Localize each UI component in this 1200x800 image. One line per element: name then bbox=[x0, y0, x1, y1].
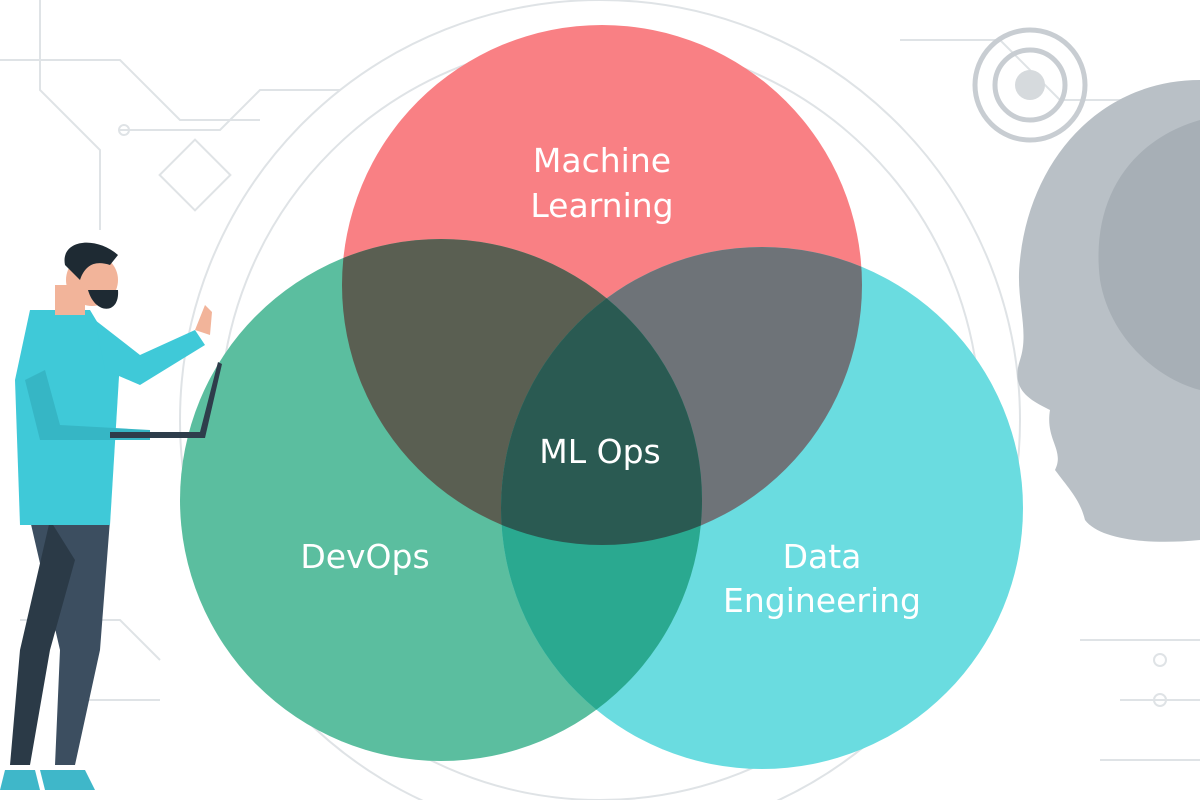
person-with-laptop-illustration bbox=[0, 242, 222, 790]
data-engineering-label-line2: Engineering bbox=[723, 581, 921, 620]
mlops-center-overlap bbox=[501, 247, 702, 545]
mlops-label: ML Ops bbox=[539, 432, 660, 471]
machine-learning-label-line2: Learning bbox=[530, 186, 673, 225]
machine-learning-label-line1: Machine bbox=[533, 141, 671, 180]
data-engineering-label-line1: Data bbox=[783, 537, 862, 576]
devops-label: DevOps bbox=[300, 537, 429, 576]
robot-head-illustration bbox=[972, 27, 1200, 542]
